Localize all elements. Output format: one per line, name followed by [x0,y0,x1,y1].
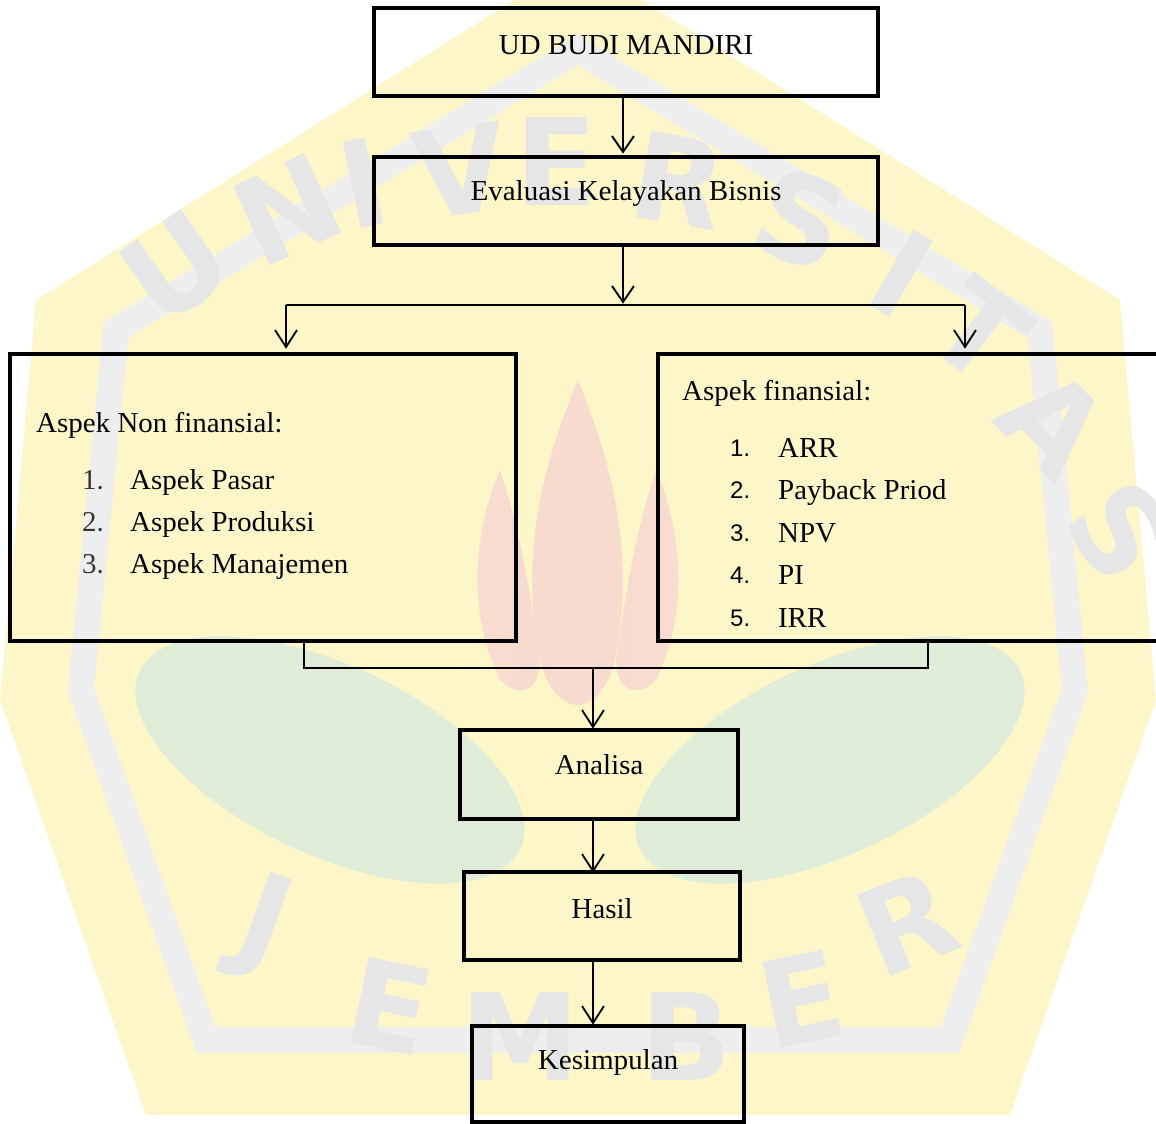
kesimpulan-label: Kesimpulan [537,1043,679,1076]
analisa-box: Analisa [458,728,740,821]
seal-ring [67,34,1089,1053]
list-item: 1.ARR [730,431,838,464]
ud-budi-mandiri-box: UD BUDI MANDIRI [372,6,880,98]
svg-text:V: V [405,98,516,249]
analisa-label: Analisa [554,749,644,782]
list-item: 4.PI [730,559,804,592]
arrowhead-nonfinansial [274,329,298,349]
svg-text:B: B [640,970,731,1109]
arrowhead-kesimpulan [581,1005,605,1025]
list-item: 3.NPV [730,516,837,549]
list-item: 3.Aspek Manajemen [82,547,349,580]
arrowhead-finansial [953,329,977,349]
connector-merge [303,641,929,669]
aspek-non-finansial-list: 1.Aspek Pasar 2.Aspek Produksi 3.Aspek M… [82,463,348,589]
list-item: 2.Aspek Produksi [82,505,315,538]
arrowhead-analisa [581,709,605,729]
list-item: 1.Aspek Pasar [82,463,275,496]
hasil-box: Hasil [462,870,742,962]
aspek-finansial-title: Aspek finansial: [682,375,872,407]
list-item: 5.IRR [730,601,827,634]
aspek-non-finansial-box: Aspek Non finansial: 1.Aspek Pasar 2.Asp… [8,352,518,643]
aspek-finansial-list: 1.ARR 2.Payback Priod 3.NPV 4.PI 5.IRR [730,431,946,644]
aspek-finansial-box: Aspek finansial: 1.ARR 2.Payback Priod 3… [656,352,1156,643]
svg-text:M: M [460,970,579,1109]
hasil-label: Hasil [571,892,633,925]
seal-leaves [135,636,1025,884]
seal-flame [477,380,679,705]
arrowhead-evaluasi [611,135,635,154]
aspek-non-finansial-title: Aspek Non finansial: [36,407,283,439]
evaluasi-kelayakan-box: Evaluasi Kelayakan Bisnis [372,155,880,247]
list-item: 2.Payback Priod [730,474,947,507]
arrowhead-split [611,285,635,304]
kesimpulan-box: Kesimpulan [470,1024,746,1124]
evaluasi-kelayakan-label: Evaluasi Kelayakan Bisnis [470,174,782,207]
ud-budi-mandiri-label: UD BUDI MANDIRI [498,28,754,61]
svg-text:E: E [515,95,597,234]
